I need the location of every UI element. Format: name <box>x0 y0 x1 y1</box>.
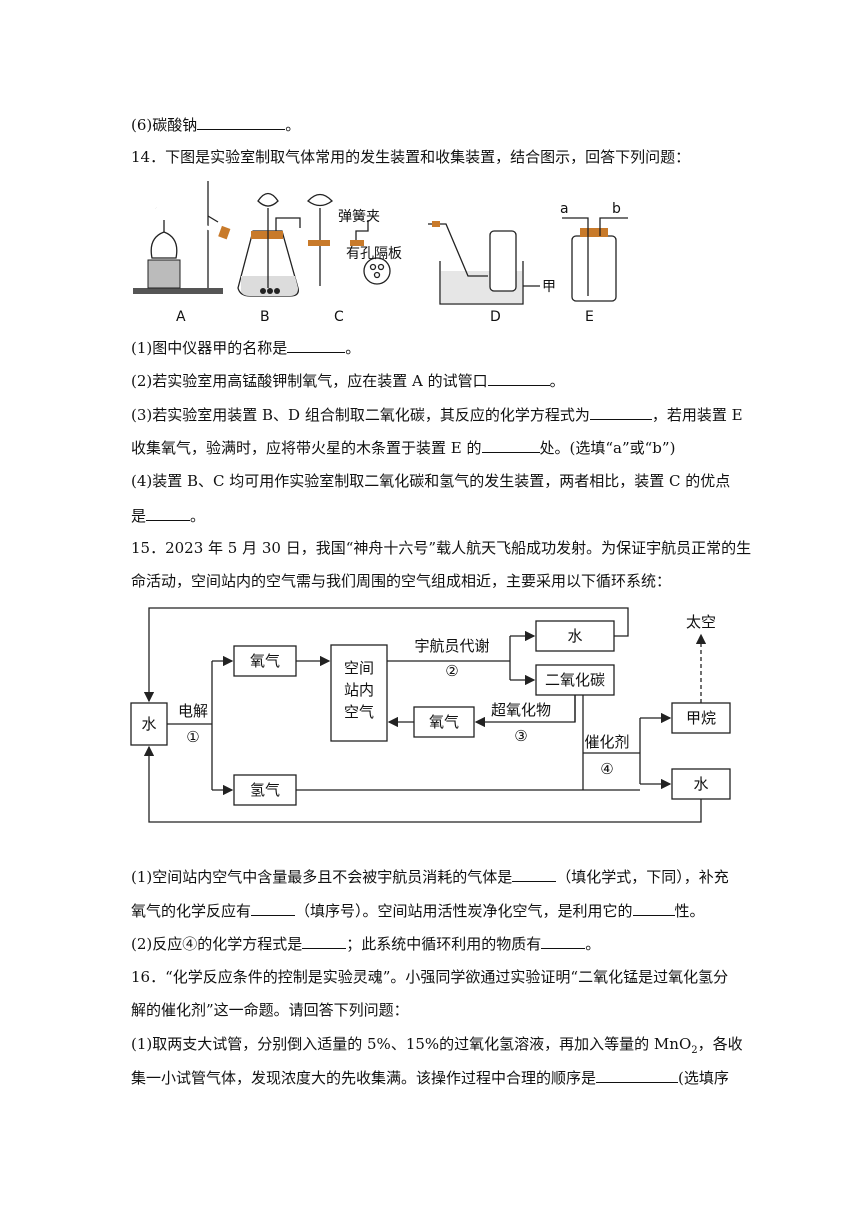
answer-blank[interactable] <box>197 114 286 130</box>
apparatus-figure: 弹簧夹 有孔隔板 甲 a b A B C D E <box>133 181 628 325</box>
q13-line: (6)碳酸钠。 <box>131 114 301 134</box>
svg-text:站内: 站内 <box>344 681 374 699</box>
label-c: C <box>334 309 344 325</box>
apparatus-d: 甲 <box>428 221 556 305</box>
q13-text: (6)碳酸钠 <box>131 116 198 134</box>
svg-text:①: ① <box>186 728 199 746</box>
svg-text:水: 水 <box>567 627 582 645</box>
svg-text:催化剂: 催化剂 <box>584 733 629 751</box>
methane-box <box>671 702 731 734</box>
label-b: B <box>260 309 270 325</box>
answer-blank[interactable] <box>632 900 675 916</box>
q16-p1-line2: 集一小试管气体，发现浓度大的先收集满。该操作过程中合理的顺序是(选填序 <box>131 1067 729 1087</box>
port-a-label: a <box>560 201 569 217</box>
porous-plate-label: 有孔隔板 <box>346 246 402 262</box>
svg-text:③: ③ <box>514 727 527 745</box>
label-a: A <box>176 309 186 325</box>
water-right-box <box>671 768 731 800</box>
q16-p1-line1: (1)取两支大试管，分别倒入适量的 5%、15%的过氧化氢溶液，再加入等量的 M… <box>131 1035 743 1056</box>
svg-text:②: ② <box>445 662 458 680</box>
answer-blank[interactable] <box>589 404 652 420</box>
svg-text:电解: 电解 <box>178 702 208 720</box>
q15-p1-line1: (1)空间站内空气中含量最多且不会被宇航员消耗的气体是（填化学式，下同），补充 <box>131 866 729 886</box>
answer-blank[interactable] <box>302 933 347 949</box>
label-d: D <box>490 309 501 325</box>
answer-blank[interactable] <box>541 933 586 949</box>
apparatus-a <box>133 181 231 294</box>
station-air-box <box>330 644 388 742</box>
q15-p1-line2: 氧气的化学反应有（填序号）。空间站用活性炭净化空气，是利用它的性。 <box>131 900 705 920</box>
jia-label: 甲 <box>542 279 556 295</box>
apparatus-b <box>237 192 301 297</box>
answer-blank[interactable] <box>596 1067 679 1083</box>
hydrogen-box <box>233 774 297 806</box>
q14-p3-line1: (3)若实验室用装置 B、D 组合制取二氧化碳，其反应的化学方程式为，若用装置 … <box>131 404 743 424</box>
q14-p4-line1: (4)装置 B、C 均可用作实验室制取二氧化碳和氢气的发生装置，两者相比，装置 … <box>131 472 731 490</box>
svg-text:氢气: 氢气 <box>250 781 280 799</box>
q14-p3-line2: 收集氧气，验满时，应将带火星的木条置于装置 E 的处。(选填“a”或“b”) <box>131 437 676 457</box>
q16-stem-1: 16．“化学反应条件的控制是实验灵魂”。小强同学欲通过实验证明“二氧化锰是过氧化… <box>131 968 729 986</box>
answer-blank[interactable] <box>512 866 557 882</box>
svg-text:宇航员代谢: 宇航员代谢 <box>414 637 489 655</box>
answer-blank[interactable] <box>287 337 346 353</box>
oxygen-mid-box <box>413 706 475 738</box>
label-e: E <box>585 309 594 325</box>
q14-p1: (1)图中仪器甲的名称是。 <box>131 337 361 357</box>
svg-text:空气: 空气 <box>344 703 374 721</box>
svg-text:氧气: 氧气 <box>429 713 459 731</box>
svg-text:氧气: 氧气 <box>250 652 280 670</box>
co2-box <box>535 664 615 696</box>
svg-text:甲烷: 甲烷 <box>686 709 716 727</box>
svg-text:水: 水 <box>141 715 156 733</box>
q15-stem-1: 15．2023 年 5 月 30 日，我国“神舟十六号”载人航天飞船成功发射。为… <box>131 539 752 557</box>
q16-stem-2: 解的催化剂”这一命题。请回答下列问题： <box>131 1001 409 1019</box>
q15-stem-2: 命活动，空间站内的空气需与我们周围的空气组成相近，主要采用以下循环系统： <box>131 572 672 590</box>
svg-text:④: ④ <box>600 760 613 778</box>
svg-text:超氧化物: 超氧化物 <box>491 701 551 719</box>
svg-text:太空: 太空 <box>686 613 716 631</box>
cycle-diagram: 水 氧气 空间 站内 空气 水 二氧化碳 氧气 氢气 甲烷 水 太空 电解 ① … <box>130 607 731 823</box>
answer-blank[interactable] <box>146 505 191 521</box>
q14-p4-line2: 是。 <box>131 505 206 525</box>
q14-stem: 14．下图是实验室制取气体常用的发生装置和收集装置，结合图示，回答下列问题： <box>131 148 691 166</box>
q15-p2: (2)反应④的化学方程式是；此系统中循环利用的物质有。 <box>131 933 601 953</box>
spring-clip-label: 弹簧夹 <box>338 209 380 225</box>
port-b-label: b <box>612 201 621 217</box>
answer-blank[interactable] <box>481 437 540 453</box>
apparatus-e: a b <box>560 201 628 302</box>
q14-p2: (2)若实验室用高锰酸钾制氧气，应在装置 A 的试管口。 <box>131 370 565 390</box>
apparatus-c: 弹簧夹 有孔隔板 <box>307 193 402 310</box>
answer-blank[interactable] <box>487 370 550 386</box>
svg-text:空间: 空间 <box>344 659 374 677</box>
svg-text:二氧化碳: 二氧化碳 <box>545 671 605 689</box>
water-left-box <box>130 702 168 746</box>
svg-text:水: 水 <box>693 775 708 793</box>
answer-blank[interactable] <box>251 900 296 916</box>
